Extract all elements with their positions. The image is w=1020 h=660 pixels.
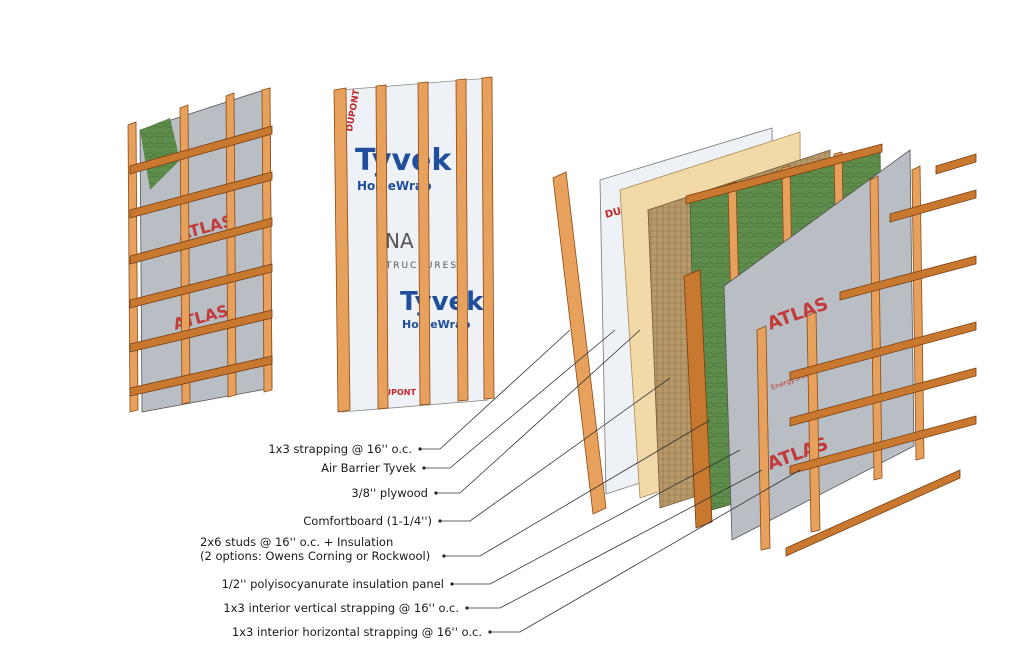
assembled-wall-interior-view: ATLAS ATLAS xyxy=(127,87,273,413)
company-logo-word: STRUCTURES xyxy=(378,261,458,271)
insulation-edge xyxy=(140,118,180,190)
label-polyiso: 1/2'' polyisocyanurate insulation panel xyxy=(222,577,444,591)
leader-line xyxy=(444,419,711,557)
tyvek-logo: Tyvek xyxy=(400,287,484,317)
company-logo-mark: NA xyxy=(385,229,414,253)
exploded-layers: DUPONT ATLAS ATLAS EnergyShield xyxy=(552,127,977,557)
vertical-strap xyxy=(179,104,191,405)
horizontal-strap xyxy=(129,217,273,265)
leader-line xyxy=(424,329,616,469)
interior-horizontal-strap xyxy=(889,189,977,223)
leader-line xyxy=(440,377,671,522)
interior-horizontal-strap xyxy=(789,321,977,381)
vertical-strap xyxy=(481,76,495,400)
label-studs-options: (2 options: Owens Corning or Rockwool) xyxy=(200,549,430,563)
tyvek-logo: Tyvek xyxy=(355,143,452,178)
dupont-logo: DUPONT xyxy=(378,388,416,397)
vertical-strap xyxy=(455,78,469,402)
leader-line xyxy=(436,329,641,494)
interior-horizontal-strap xyxy=(785,469,961,557)
label-interior-horizontal: 1x3 interior horizontal strapping @ 16''… xyxy=(232,625,482,639)
exterior-strap-layer xyxy=(552,171,607,515)
label-interior-vertical: 1x3 interior vertical strapping @ 16'' o… xyxy=(223,601,459,615)
top-plate xyxy=(685,143,883,205)
label-exterior-strapping: 1x3 strapping @ 16'' o.c. xyxy=(268,442,412,456)
vertical-strap xyxy=(127,121,139,413)
horizontal-strap xyxy=(129,309,273,353)
label-comfortboard: Comfortboard (1-1/4'') xyxy=(303,514,432,528)
label-group: 1x3 strapping @ 16'' o.c. Air Barrier Ty… xyxy=(200,329,801,639)
leader-line xyxy=(452,449,741,585)
interior-horizontal-strap xyxy=(935,153,977,175)
horizontal-strap xyxy=(129,263,273,309)
stud-end xyxy=(683,269,713,529)
interior-horizontal-strap xyxy=(839,255,977,301)
assembled-wall-exterior-view: DUPONT Tyvek HomeWrap NA STRUCTURES Tyve… xyxy=(333,76,495,413)
label-studs: 2x6 studs @ 16'' o.c. + Insulation xyxy=(200,535,393,549)
interior-horizontal-strap xyxy=(789,367,977,427)
leader-line xyxy=(467,469,763,609)
horizontal-strap xyxy=(129,355,273,397)
label-plywood: 3/8'' plywood xyxy=(351,486,428,500)
label-tyvek: Air Barrier Tyvek xyxy=(321,461,416,475)
homewrap-logo: HomeWrap xyxy=(357,179,432,193)
interior-vertical-strap xyxy=(756,325,771,551)
vertical-strap xyxy=(417,81,431,406)
vertical-strap xyxy=(333,87,351,413)
interior-horizontal-strap xyxy=(789,415,977,475)
horizontal-strap xyxy=(129,125,273,175)
vertical-strap xyxy=(375,84,389,410)
leader-line xyxy=(420,329,571,450)
horizontal-strap xyxy=(129,171,273,219)
leader-line xyxy=(490,469,801,633)
